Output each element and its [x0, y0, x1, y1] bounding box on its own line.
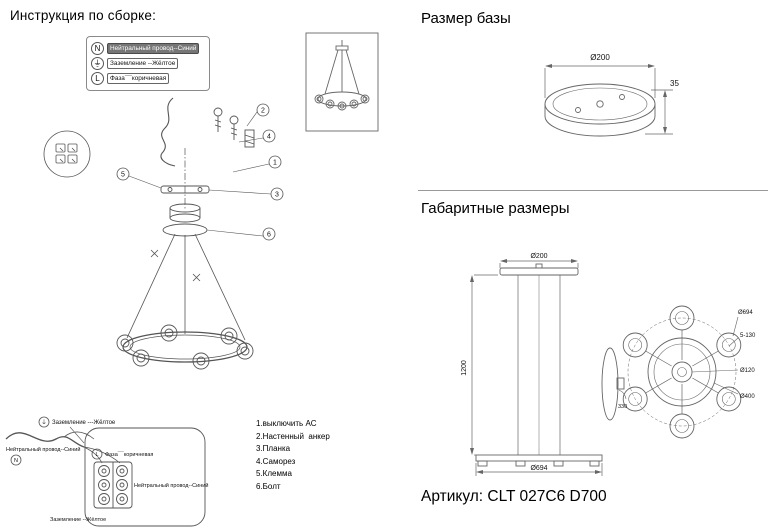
base-cylinder [544, 83, 656, 137]
front-bottom-diameter-label: Ø694 [530, 465, 547, 472]
supply-cable [5, 432, 85, 448]
overall-dimension-drawing: Ø200 1200 Ø694 Ø694 5-130 Ø120 Ø400 330 [461, 253, 756, 476]
angle-arc [618, 389, 627, 400]
legend-row-ground: ⏚ Заземление --Жёлтое [91, 57, 205, 70]
parts-list: 1.выключить AC 2.Настенный анкер 3.Планк… [256, 418, 330, 493]
inset-frame [305, 32, 379, 132]
suspension-wires [126, 233, 246, 341]
part-item: 2.Настенный анкер [256, 431, 330, 441]
callout-number: 4 [267, 134, 271, 141]
cross-mark [192, 273, 201, 282]
light-ring [122, 331, 248, 363]
pendant-inset-drawing [305, 32, 379, 132]
phase-wire-label: Фаза¯¯коричневая [105, 451, 153, 458]
section-divider [418, 190, 768, 191]
phase-symbol: L [91, 72, 104, 85]
front-lamps [477, 460, 600, 467]
terminal-block [93, 461, 133, 509]
side-profile [601, 347, 625, 421]
part-item: 3.Планка [256, 444, 291, 453]
top-view-hub [671, 361, 693, 383]
neutral-bottom-label: Нейтральный провод--Синий [134, 482, 208, 489]
legend-row-phase: L Фаза¯¯коричневая [91, 72, 205, 85]
front-height-label: 1200 [461, 360, 468, 376]
wiring-diagram: ⏚ N L Заземление ---Жёлтое Нейтральный п… [5, 416, 208, 527]
mounting-hardware [213, 107, 255, 148]
top-view-spokes [645, 330, 719, 414]
junction-box-outline [84, 427, 206, 527]
exploded-assembly-drawing: 2 4 1 3 6 5 [43, 97, 284, 370]
top-view [601, 305, 742, 439]
callout-circles [116, 103, 284, 241]
part-item: 6.Болт [256, 481, 281, 491]
inset-lamps [314, 94, 370, 111]
front-top-diameter-label: Ø200 [530, 253, 547, 260]
front-view [471, 260, 603, 476]
topview-lamp-size-label: 5-130 [740, 333, 756, 339]
callout-number: 6 [267, 232, 271, 239]
ground-symbol: ⏚ [91, 57, 104, 70]
base-height-label: 35 [670, 79, 679, 88]
neutral-label: Нейтральный провод--Синий [107, 43, 200, 54]
neutral-symbol: N [91, 42, 104, 55]
ground-label: Заземление --Жёлтое [107, 58, 179, 69]
part-item: 4.Саморез [256, 456, 296, 466]
neutral-left-label: Нейтральный провод--Синий [6, 446, 80, 453]
dimension-leaders [691, 316, 739, 395]
callout-number: 3 [275, 192, 279, 199]
topview-angle-label: 330 [618, 404, 627, 410]
power-cord [160, 97, 176, 167]
top-view-lamps [622, 305, 742, 439]
cross-mark [150, 249, 159, 258]
terminal-wires [63, 431, 121, 464]
lamp-heads [116, 324, 254, 370]
callout-leaders [128, 111, 272, 237]
ground-top-label: Заземление ---Жёлтое [52, 420, 116, 426]
phase-symbol: L [95, 452, 98, 458]
neutral-symbol: N [14, 458, 18, 464]
earth-symbol: ⏚ [41, 419, 47, 426]
base-size-title: Размер базы [421, 10, 511, 27]
callout-number: 1 [273, 160, 277, 167]
ground-leader [69, 426, 85, 444]
topview-hub-diameter-label: Ø120 [740, 368, 755, 374]
topview-outer-diameter-label: Ø694 [738, 310, 753, 316]
earth-symbol-circle [38, 416, 50, 428]
front-height-dimension [471, 274, 498, 456]
callout-number: 2 [261, 108, 265, 115]
legend-row-neutral: N Нейтральный провод--Синий [91, 42, 205, 55]
phase-label: Фаза¯¯коричневая [107, 73, 170, 84]
wire-legend: N Нейтральный провод--Синий ⏚ Заземление… [86, 36, 210, 91]
front-bottom-dimension [475, 463, 603, 476]
neutral-symbol-circle [10, 454, 22, 466]
canopy [162, 203, 208, 237]
base-height-dimension [645, 89, 673, 135]
base-diameter-dimension [544, 65, 656, 98]
base-dimension-drawing: Ø200 35 [544, 53, 679, 137]
base-diameter-label: Ø200 [590, 53, 610, 62]
part-item: 1.выключить AC [256, 419, 317, 428]
overall-size-title: Габаритные размеры [421, 200, 570, 217]
topview-ring-diameter-label: Ø400 [740, 394, 755, 400]
part-item: 5.Клемма [256, 469, 292, 478]
article-number: Артикул: CLT 027C6 D700 [421, 488, 607, 505]
assembly-instructions-title: Инструкция по сборке: [10, 8, 157, 23]
phase-symbol-circle [91, 448, 103, 460]
callout-number: 5 [121, 172, 125, 179]
power-off-stamp-icon [43, 130, 91, 178]
mounting-plate [160, 185, 210, 194]
ground-bottom-label: Заземление --Жёлтое [50, 517, 106, 523]
